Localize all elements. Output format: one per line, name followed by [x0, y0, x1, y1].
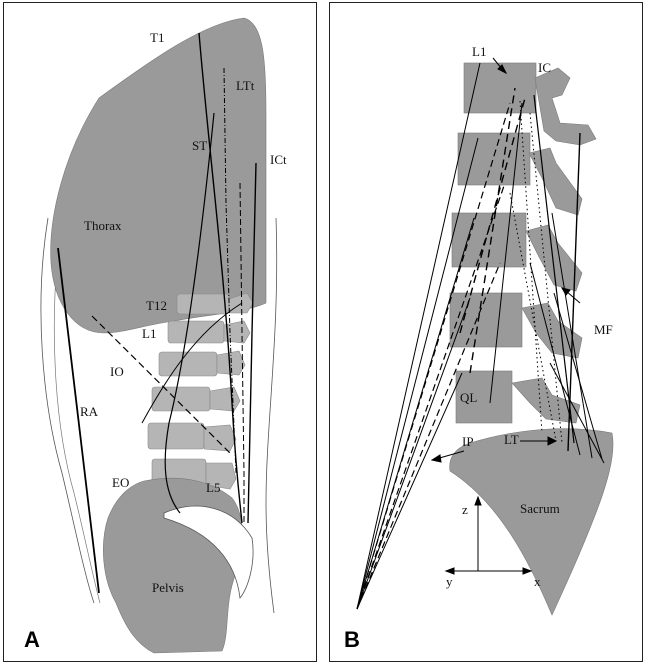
body-outline-right — [266, 218, 277, 613]
panel-a-label: A — [24, 629, 40, 651]
panel-b-label: B — [344, 629, 360, 651]
label-axis-y: y — [446, 575, 453, 588]
label-thorax: Thorax — [84, 219, 122, 232]
label-st: ST — [192, 139, 207, 152]
label-sacrum: Sacrum — [520, 502, 560, 515]
label-ltt: LTt — [236, 79, 254, 92]
label-l5: L5 — [206, 481, 220, 494]
label-eo: EO — [112, 476, 129, 489]
pelvis-shape — [103, 478, 242, 653]
sacrum-shape — [450, 429, 613, 615]
label-ql: QL — [460, 391, 477, 404]
label-ra: RA — [80, 405, 98, 418]
label-ict: ICt — [270, 153, 287, 166]
label-pelvis: Pelvis — [152, 581, 184, 594]
label-l1: L1 — [142, 327, 156, 340]
vertebral-bodies — [450, 63, 536, 423]
label-ip: IP — [462, 435, 474, 448]
panel-b: L1 IC MF QL IP LT Sacrum z y x B — [329, 2, 643, 662]
label-axis-z: z — [462, 503, 468, 516]
label-ic: IC — [538, 61, 551, 74]
label-lt: LT — [504, 433, 519, 446]
label-mf: MF — [594, 323, 613, 336]
label-axis-x: x — [534, 575, 541, 588]
panel-a-diagram — [4, 3, 318, 663]
label-t1: T1 — [150, 31, 164, 44]
label-t12: T12 — [146, 299, 167, 312]
thorax-shape — [51, 18, 266, 333]
label-io: IO — [110, 365, 124, 378]
panel-a: T1 LTt ST ICt Thorax T12 L1 IO RA EO L5 … — [3, 2, 317, 662]
label-l1: L1 — [472, 45, 486, 58]
